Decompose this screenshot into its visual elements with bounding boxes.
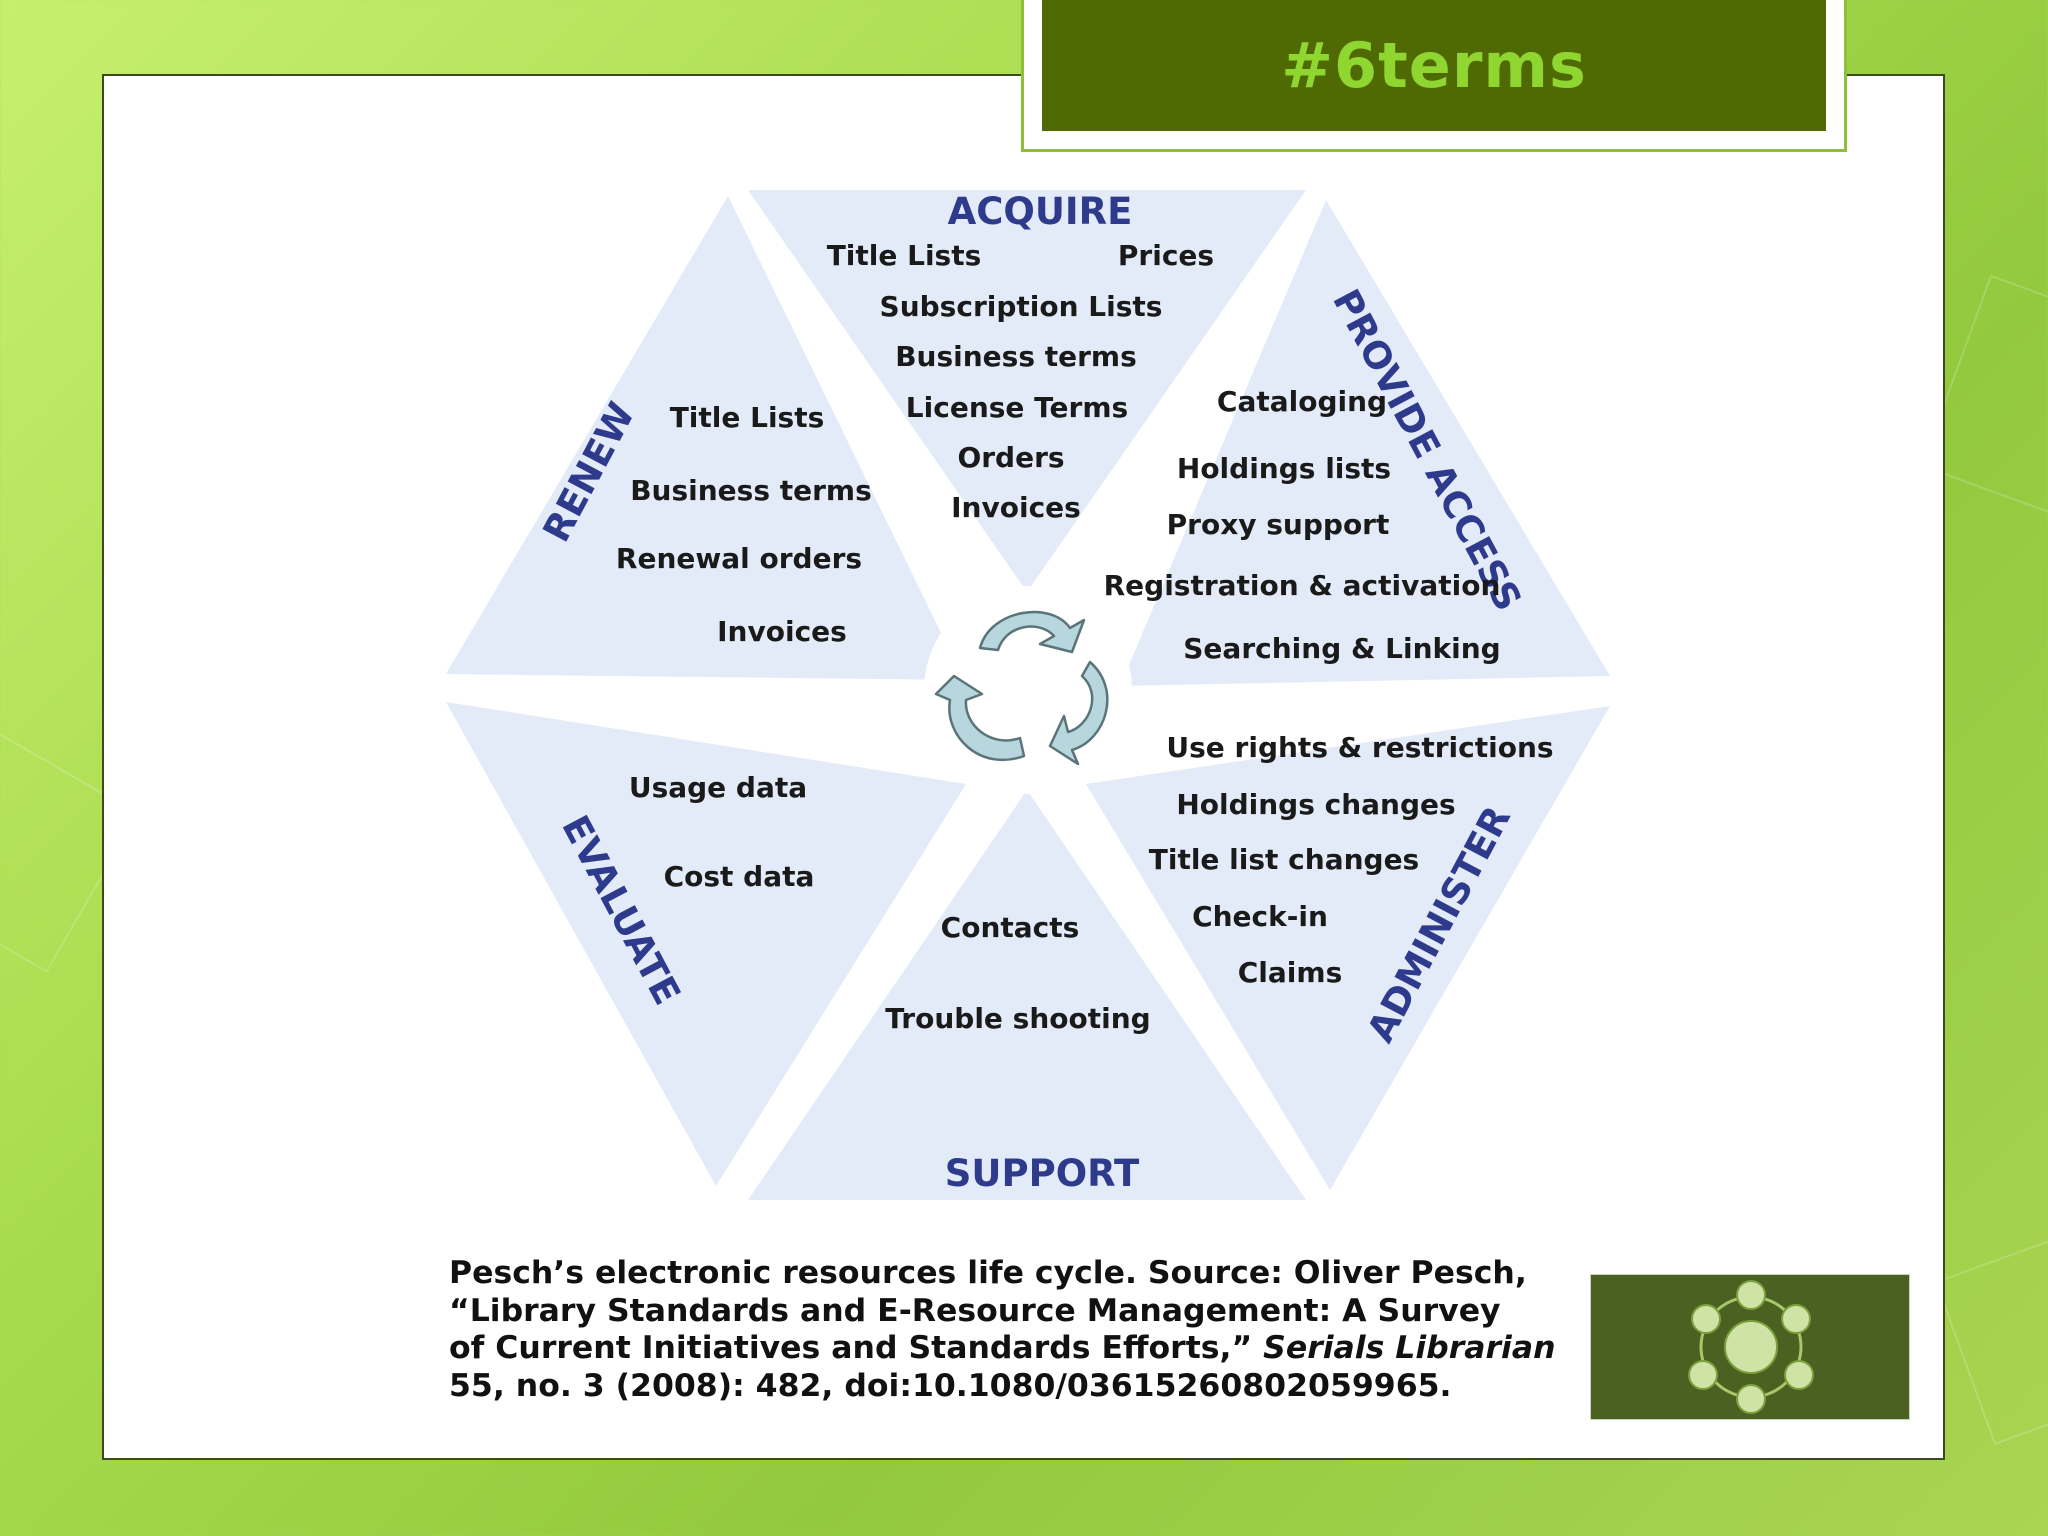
cycle-arrow-icon [978,610,1086,654]
caption-line: Pesch’s electronic resources life cycle.… [449,1255,1527,1291]
title-box: #6terms [1021,0,1847,152]
acquire-heading: ACQUIRE [948,190,1133,233]
caption-text: of Current Initiatives and Standards Eff… [449,1330,1264,1366]
cycle-arrow-icon [934,674,1026,762]
support-item: Trouble shooting [885,1002,1150,1035]
acquire-item: Orders [957,441,1064,474]
caption-line: “Library Standards and E-Resource Manage… [449,1292,1501,1329]
acquire-item: Business terms [895,340,1137,373]
journal-title: Serials Librarian [1263,1330,1556,1366]
acquire-item: Subscription Lists [880,290,1163,323]
acquire-item: License Terms [906,391,1128,424]
thumbnail-diagram-icon [1688,1280,1814,1414]
renew-item: Renewal orders [616,542,862,575]
support-segment [748,790,1306,1200]
provide-access-item: Cataloging [1217,385,1387,418]
provide-access-segment [1120,200,1610,686]
administer-item: Use rights & restrictions [1166,731,1553,764]
provide-access-item: Registration & activation [1104,569,1501,602]
slide-title: #6terms [1281,29,1587,102]
evaluate-item: Usage data [629,771,807,804]
thumbnail-image [1590,1274,1910,1420]
renew-item: Title Lists [670,401,825,434]
title-bar: #6terms [1042,0,1826,131]
support-item: Contacts [941,911,1080,944]
support-heading: SUPPORT [945,1152,1140,1195]
renew-segment [446,196,964,680]
administer-item: Holdings changes [1176,788,1455,821]
provide-access-item: Searching & Linking [1183,632,1500,665]
renew-item: Invoices [717,615,847,648]
administer-item: Check-in [1192,900,1328,933]
provide-access-item: Proxy support [1167,508,1390,541]
caption-line: 55, no. 3 (2008): 482, doi:10.1080/03615… [449,1367,1452,1404]
provide-access-item: Holdings lists [1177,452,1391,485]
evaluate-segment [446,702,966,1186]
figure-caption: Pesch’s electronic resources life cycle.… [449,1255,1569,1405]
acquire-item: Prices [1118,239,1214,272]
evaluate-item: Cost data [664,860,815,893]
cycle-arrow-icon [1048,660,1109,766]
administer-segment [1086,706,1610,1190]
acquire-item: Title Lists [827,239,982,272]
recycle-icon [934,610,1109,766]
renew-item: Business terms [630,474,872,507]
caption-line: of Current Initiatives and Standards Eff… [449,1330,1569,1368]
acquire-item: Invoices [951,491,1081,524]
administer-item: Claims [1238,956,1342,989]
administer-item: Title list changes [1149,843,1419,876]
acquire-segment [748,190,1306,592]
